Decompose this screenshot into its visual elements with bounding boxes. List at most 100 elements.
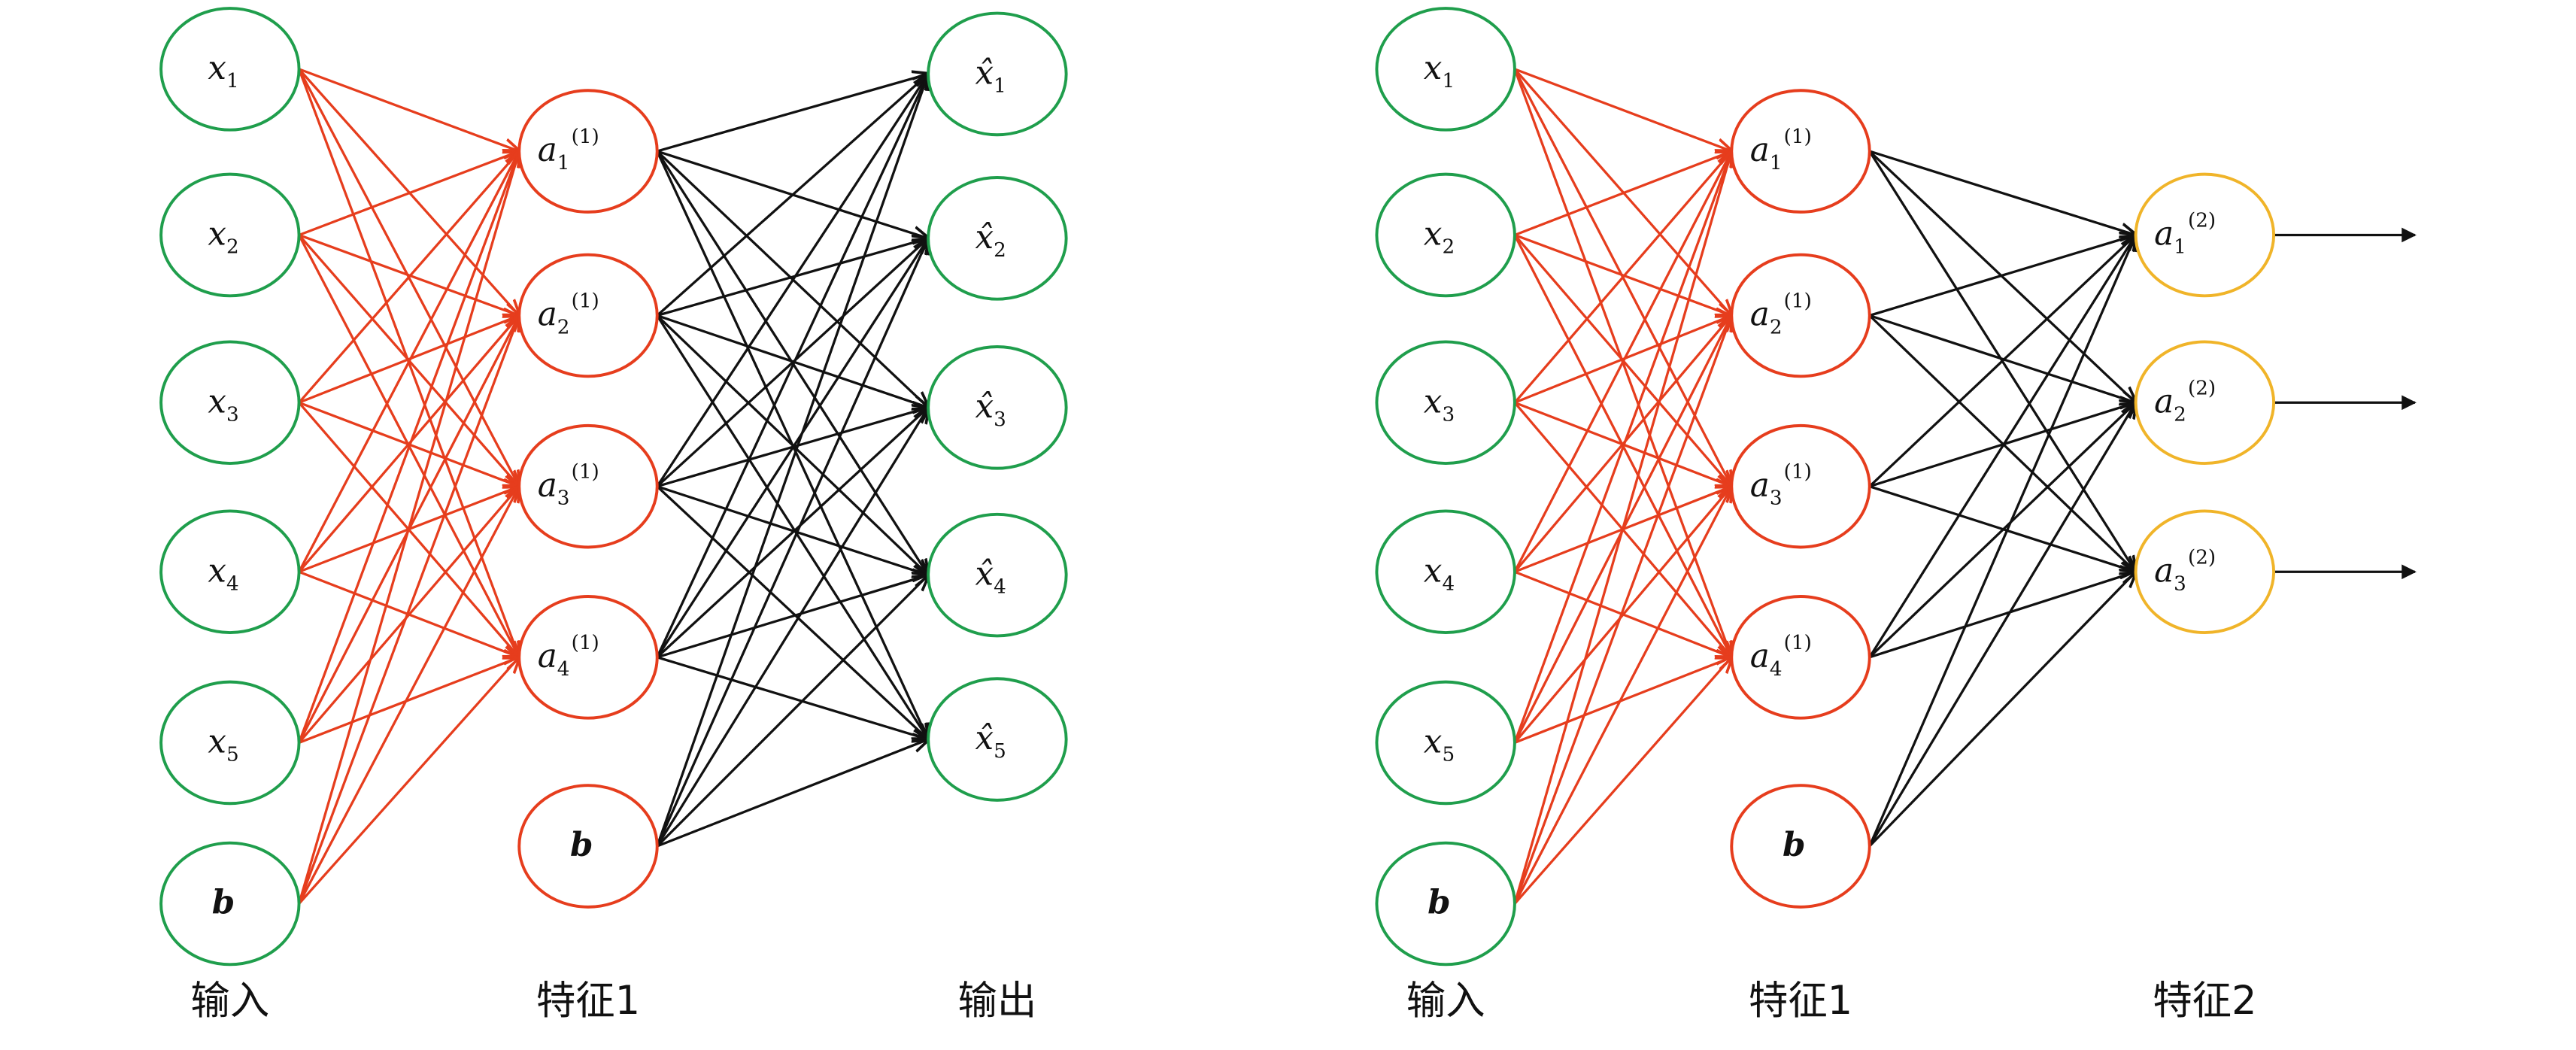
edge-stacked-l1-1-to-0: [1869, 235, 2136, 317]
node-circle: [1730, 423, 1871, 549]
edge-autoencoder-l1-1-to-0: [656, 74, 928, 317]
node-stacked-layer1-3: a4(1): [1730, 595, 1871, 720]
node-stacked-layer2-2: a3(2): [2134, 509, 2276, 635]
node-stacked-layer2-0: a1(2): [2134, 172, 2276, 298]
edge-stacked-l0-5-to-1: [1513, 316, 1731, 905]
edge-autoencoder-l1-4-to-4: [657, 739, 928, 848]
node-label: a2(1): [538, 290, 599, 339]
node-circle: [159, 7, 301, 132]
node-autoencoder-layer0-1: x2: [159, 172, 301, 298]
node-autoencoder-layer0-5: b: [159, 841, 301, 967]
edge-stacked-l0-4-to-2: [1513, 487, 1731, 744]
node-circle: [159, 841, 301, 967]
node-stacked-layer1-2: a3(1): [1730, 423, 1871, 549]
node-autoencoder-layer1-3: a4(1): [517, 595, 659, 720]
edge-stacked-l0-4-to-0: [1513, 151, 1731, 743]
node-stacked-layer1-1: a2(1): [1730, 253, 1871, 378]
node-circle: [159, 509, 301, 635]
edge-stacked-l0-0-to-0: [1514, 68, 1731, 151]
edge-stacked-l0-5-to-3: [1513, 657, 1731, 905]
edge-stacked-l0-2-to-0: [1513, 151, 1731, 404]
edge-autoencoder-l0-4-to-0: [298, 151, 520, 743]
edge-autoencoder-l0-5-to-3: [298, 657, 520, 905]
node-label: b: [212, 884, 235, 922]
node-label: a2(2): [2154, 377, 2216, 426]
node-circle: [1730, 595, 1871, 720]
edge-stacked-l1-4-to-0: [1868, 235, 2136, 847]
edge-stacked-l1-4-to-1: [1868, 402, 2136, 847]
edge-stacked-l1-3-to-2: [1869, 572, 2136, 659]
node-label: a3(1): [1750, 461, 1812, 510]
node-circle: [1375, 509, 1516, 635]
layer-caption-autoencoder-1: 特征1: [536, 978, 640, 1024]
edge-stacked-l1-0-to-0: [1869, 150, 2136, 235]
node-label: a1(1): [538, 126, 599, 174]
node-autoencoder-layer2-1: x̂2: [927, 176, 1068, 301]
edge-stacked-l1-4-to-2: [1868, 572, 2136, 848]
edge-stacked-l1-2-to-0: [1868, 235, 2136, 487]
node-stacked-layer0-0: x1: [1375, 7, 1516, 132]
node-circle: [1375, 841, 1516, 967]
node-label: x4: [1424, 551, 1455, 595]
edge-autoencoder-l1-3-to-3: [657, 575, 928, 659]
node-label: x̂4: [975, 555, 1006, 599]
node-label: x̂1: [975, 54, 1006, 98]
edge-autoencoder-l0-4-to-2: [298, 487, 520, 744]
edge-autoencoder-l0-5-to-0: [297, 151, 520, 904]
node-circle: [927, 677, 1068, 802]
edge-autoencoder-l1-1-to-1: [657, 238, 928, 317]
node-autoencoder-layer1-1: a2(1): [517, 253, 659, 378]
edge-autoencoder-l1-3-to-0: [656, 74, 928, 658]
node-circle: [517, 423, 659, 549]
node-circle: [517, 595, 659, 720]
node-circle: [517, 253, 659, 378]
node-label: x2: [1424, 215, 1455, 259]
edge-stacked-l0-5-to-0: [1513, 151, 1731, 904]
edge-autoencoder-l1-2-to-4: [656, 485, 928, 739]
edge-autoencoder-l0-0-to-0: [298, 68, 520, 151]
node-circle: [1730, 89, 1871, 214]
edge-autoencoder-l1-0-to-0: [657, 74, 928, 153]
node-label: a2(1): [1750, 290, 1812, 339]
edge-autoencoder-l1-3-to-2: [656, 408, 928, 659]
node-circle: [927, 11, 1068, 137]
edge-stacked-l1-3-to-1: [1868, 402, 2136, 659]
node-label: a3(1): [538, 461, 599, 510]
node-label: b: [570, 826, 593, 864]
node-label: a1(2): [2154, 210, 2216, 259]
edge-stacked-l0-1-to-0: [1514, 151, 1731, 236]
node-label: b: [1428, 884, 1451, 922]
edge-stacked-l1-0-to-1: [1868, 150, 2136, 402]
node-circle: [1375, 7, 1516, 132]
node-circle: [159, 172, 301, 298]
node-circle: [1730, 784, 1871, 909]
node-circle: [159, 340, 301, 466]
node-label: x5: [1424, 723, 1455, 766]
edge-autoencoder-l1-3-to-4: [657, 656, 928, 739]
node-label: x̂2: [975, 218, 1006, 262]
node-autoencoder-layer0-0: x1: [159, 7, 301, 132]
node-autoencoder-layer2-4: x̂5: [927, 677, 1068, 802]
layer-caption-stacked-2: 特征2: [2153, 978, 2256, 1024]
edge-autoencoder-l0-4-to-3: [298, 657, 520, 744]
edge-autoencoder-l1-4-to-2: [656, 408, 928, 847]
edge-autoencoder-l1-4-to-0: [656, 74, 928, 847]
node-label: a1(1): [1750, 126, 1812, 174]
node-stacked-layer0-4: x5: [1375, 680, 1516, 806]
node-stacked-layer1-4: b: [1730, 784, 1871, 909]
edge-autoencoder-l0-1-to-0: [298, 151, 520, 237]
node-label: x1: [208, 49, 238, 93]
node-circle: [1375, 172, 1516, 298]
node-label: x3: [1424, 382, 1455, 426]
node-label: x̂3: [975, 387, 1006, 431]
layer-caption-stacked-0: 输入: [1406, 978, 1485, 1024]
node-stacked-layer0-2: x3: [1375, 340, 1516, 466]
node-circle: [1375, 340, 1516, 466]
edge-autoencoder-l1-4-to-3: [656, 575, 928, 848]
node-label: x1: [1424, 49, 1455, 93]
node-autoencoder-layer0-3: x4: [159, 509, 301, 635]
node-stacked-layer2-1: a2(2): [2134, 340, 2276, 466]
node-circle: [927, 176, 1068, 301]
node-autoencoder-layer2-2: x̂3: [927, 345, 1068, 470]
node-circle: [2134, 509, 2276, 635]
